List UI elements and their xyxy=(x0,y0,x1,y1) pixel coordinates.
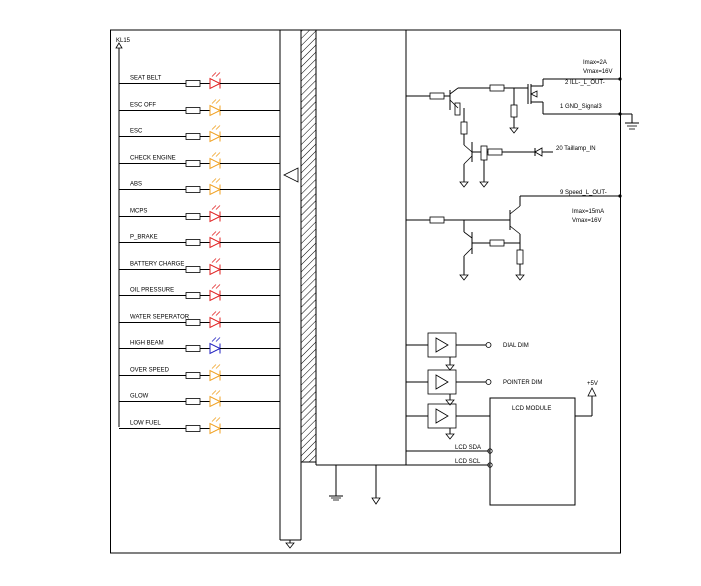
ground-arrow-icon xyxy=(371,497,381,505)
indicator-row: ESC xyxy=(119,125,280,143)
indicator-row: ABS xyxy=(119,178,280,196)
led-icon xyxy=(209,369,222,382)
left-bus xyxy=(279,30,302,549)
led-icon xyxy=(209,289,222,302)
ground-arrow-icon xyxy=(285,542,295,549)
imax-2a: Imax=2A xyxy=(583,60,607,66)
indicator-row: SEAT BELT xyxy=(119,72,280,90)
vmax-16v-a: Vmax=16V xyxy=(583,69,613,75)
controller-block xyxy=(315,30,490,505)
indicator-row: LOW FUEL xyxy=(119,417,280,435)
indicator-row: HIGH BEAM xyxy=(119,337,280,355)
plus5v-label: +5V xyxy=(587,381,598,387)
indicator-row: MCPS xyxy=(119,205,280,223)
indicator-row: GLOW xyxy=(119,390,280,408)
taillamp-label: 20 Taillamp_IN xyxy=(556,146,596,152)
connector-arrow-icon xyxy=(283,167,299,183)
indicator-label: ABS xyxy=(130,182,142,188)
lcd-module-label: LCD MODULE xyxy=(512,406,551,412)
indicator-label: BATTERY CHARGE xyxy=(130,262,184,268)
led-icon xyxy=(209,236,222,249)
led-icon xyxy=(209,395,222,408)
gnd-signal-label: 1 GND_Signal3 xyxy=(560,104,602,110)
indicator-row: OIL PRESSURE xyxy=(119,284,280,302)
indicator-row: ESC OFF xyxy=(119,99,280,117)
indicator-label: ESC OFF xyxy=(130,103,156,109)
supply-arrow-icon xyxy=(587,387,597,397)
indicator-label: SEAT BELT xyxy=(130,76,162,82)
indicator-label: GLOW xyxy=(130,394,149,400)
led-icon xyxy=(209,183,222,196)
led-icon xyxy=(209,104,222,117)
led-icon xyxy=(209,422,222,435)
shield-bar xyxy=(300,29,317,463)
ill-out-label: 2 ILL-_L_OUT- xyxy=(565,80,605,86)
dial-dim-buffer: DIAL DIM xyxy=(427,332,529,371)
indicator-label: LOW FUEL xyxy=(130,421,161,427)
vmax-16v-b: Vmax=16V xyxy=(572,218,602,224)
indicator-row: OVER SPEED xyxy=(119,364,280,382)
indicator-label: P_BRAKE xyxy=(130,235,158,241)
led-icon xyxy=(209,210,222,223)
led-icon xyxy=(209,316,222,329)
lcd-buffer xyxy=(427,403,490,440)
led-icon xyxy=(209,342,222,355)
pointer-dim-buffer: POINTER DIM xyxy=(427,369,542,406)
board-outline xyxy=(110,29,621,554)
kl15-label: KL15 xyxy=(116,38,131,44)
speed-driver: 9 Speed_L_OUT- Imax=15mA Vmax=16V xyxy=(429,190,622,281)
indicator-row: CHECK ENGINE xyxy=(119,152,280,170)
indicator-row: WATER SEPERATOR xyxy=(119,311,280,329)
indicator-label: OIL PRESSURE xyxy=(130,288,174,294)
illumination-driver: Imax=2A Vmax=16V 2 ILL-_L_OUT- 1 GND_Sig… xyxy=(429,60,639,188)
lcd-module: LCD MODULE LCD SDA LCD SCL +5V xyxy=(455,381,598,506)
dial-dim-label: DIAL DIM xyxy=(503,343,529,349)
kl15-supply: KL15 xyxy=(115,38,131,427)
indicator-label: OVER SPEED xyxy=(130,368,170,374)
indicator-row: BATTERY CHARGE xyxy=(119,258,280,276)
imax-15ma: Imax=15mA xyxy=(572,209,604,215)
indicator-label: WATER SEPERATOR xyxy=(130,315,190,321)
led-icon xyxy=(209,130,222,143)
lcd-sda-label: LCD SDA xyxy=(455,445,481,451)
indicator-lamps: SEAT BELT ESC OFF ESC CHECK ENGINE ABS MCPS P_… xyxy=(119,72,280,435)
speed-out-label: 9 Speed_L_OUT- xyxy=(560,190,607,196)
led-icon xyxy=(209,157,222,170)
indicator-label: HIGH BEAM xyxy=(130,341,164,347)
indicator-label: CHECK ENGINE xyxy=(130,156,176,162)
led-icon xyxy=(209,263,222,276)
indicator-label: ESC xyxy=(130,129,143,135)
lcd-scl-label: LCD SCL xyxy=(455,459,481,465)
pointer-dim-label: POINTER DIM xyxy=(503,380,542,386)
indicator-row: P_BRAKE xyxy=(119,231,280,249)
led-icon xyxy=(209,77,222,90)
indicator-label: MCPS xyxy=(130,209,147,215)
